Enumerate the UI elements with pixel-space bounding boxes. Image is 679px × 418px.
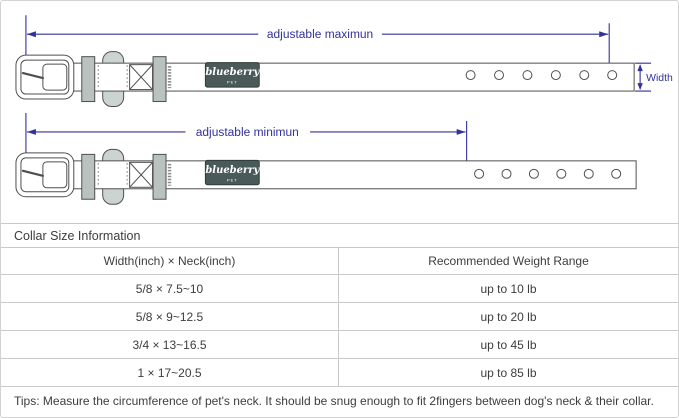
size-cell: 5/8 × 9~12.5: [1, 303, 339, 330]
brand-name-text: blueberry: [205, 67, 260, 78]
weight-cell: up to 10 lb: [480, 281, 537, 296]
brand-sub-text: PET: [227, 177, 238, 182]
column-header-weight: Recommended Weight Range: [428, 254, 589, 268]
x-stitch-box-icon: [129, 161, 154, 188]
keeper-icon: [152, 153, 167, 200]
brand-sub-text: PET: [227, 80, 238, 85]
stitching: [97, 162, 128, 187]
arrowhead-left-icon: [26, 31, 36, 38]
table-row: 3/4 × 13~16.5 up to 45 lb: [1, 331, 678, 359]
brand-name-text: blueberry: [205, 165, 260, 176]
size-cell: 1 × 17~20.5: [1, 359, 339, 386]
table-title: Collar Size Information: [1, 224, 678, 248]
weight-cell: up to 85 lb: [480, 365, 537, 380]
adjustable-minimum-label: adjustable minimun: [196, 125, 299, 139]
x-stitch-box-icon: [129, 64, 154, 91]
column-header-size: Width(inch) × Neck(inch): [1, 248, 339, 274]
arrowhead-right-icon: [599, 31, 609, 38]
buckle-icon: [15, 54, 75, 100]
brand-label: blueberry PET: [204, 159, 260, 186]
weight-cell: up to 45 lb: [480, 337, 537, 352]
width-dimension: Width: [635, 62, 673, 92]
adjustment-holes: [465, 70, 618, 81]
tips-text: Tips: Measure the circumference of pet's…: [14, 394, 654, 408]
width-label: Width: [646, 73, 673, 84]
table-header-row: Width(inch) × Neck(inch) Recommended Wei…: [1, 248, 678, 275]
size-cell: 5/8 × 7.5~10: [1, 275, 339, 302]
arrowhead-down-icon: [637, 83, 643, 91]
keeper-icon: [81, 56, 96, 103]
buckle-icon: [15, 152, 75, 198]
size-table: Collar Size Information Width(inch) × Ne…: [1, 223, 678, 415]
table-row: 5/8 × 9~12.5 up to 20 lb: [1, 303, 678, 331]
keeper-icon: [152, 56, 167, 103]
keeper-icon: [81, 153, 96, 200]
stitching: [97, 65, 128, 90]
weight-cell: up to 20 lb: [480, 309, 537, 324]
adjustable-maximum-label: adjustable maximun: [267, 27, 373, 41]
collar-max-diagram: adjustable maximun: [15, 15, 673, 108]
arrowhead-right-icon: [456, 128, 466, 135]
adjustment-holes: [474, 168, 622, 179]
collar-min-diagram: adjustable minimun: [15, 112, 637, 205]
table-row: 5/8 × 7.5~10 up to 10 lb: [1, 275, 678, 303]
arrowhead-left-icon: [26, 128, 36, 135]
brand-label: blueberry PET: [204, 62, 260, 88]
size-cell: 3/4 × 13~16.5: [1, 331, 339, 358]
table-row: 1 × 17~20.5 up to 85 lb: [1, 359, 678, 387]
arrowhead-up-icon: [637, 64, 643, 72]
collar-diagram: adjustable maximun: [15, 15, 673, 205]
min-dimension-lines: [25, 112, 468, 187]
